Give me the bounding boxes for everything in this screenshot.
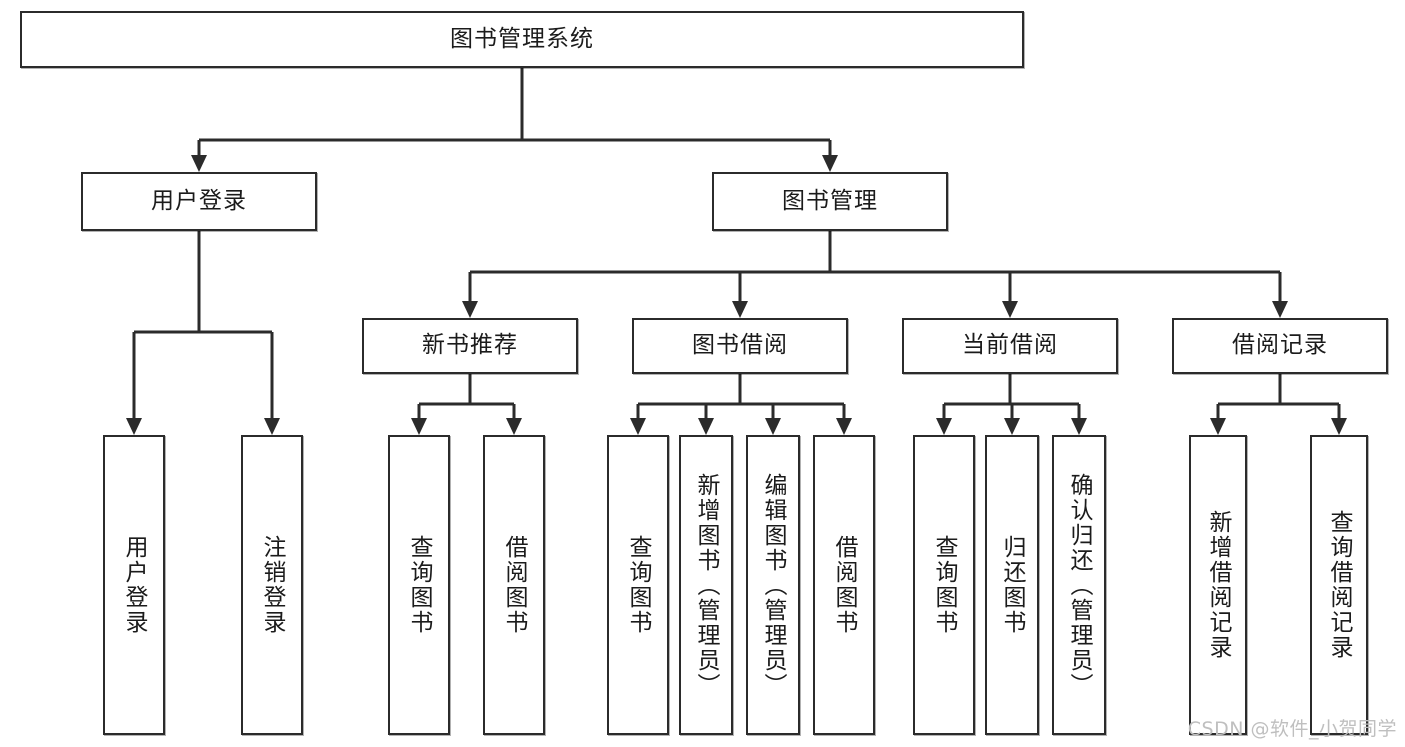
node-current-borrow[interactable]: 当前借阅 xyxy=(902,318,1118,374)
node-book-borrow[interactable]: 图书借阅 xyxy=(632,318,848,374)
node-borrow-record[interactable]: 借阅记录 xyxy=(1172,318,1388,374)
node-new-book-rec[interactable]: 新书推荐 xyxy=(362,318,578,374)
node-label: 新增图书（管理员） xyxy=(693,472,720,698)
node-label: 注销登录 xyxy=(259,535,286,635)
node-label: 图书借阅 xyxy=(692,332,788,359)
node-user-login[interactable]: 用户登录 xyxy=(81,172,317,231)
node-label: 归还图书 xyxy=(999,535,1026,635)
node-label: 新书推荐 xyxy=(422,332,518,359)
node-leaf-confirm-return-admin[interactable]: 确认归还（管理员） xyxy=(1052,435,1106,735)
node-label: 查询图书 xyxy=(625,535,652,635)
node-leaf-query-book-borrow[interactable]: 查询图书 xyxy=(607,435,669,735)
node-leaf-query-borrow-record[interactable]: 查询借阅记录 xyxy=(1310,435,1368,735)
node-label: 查询图书 xyxy=(931,535,958,635)
node-label: 编辑图书（管理员） xyxy=(760,472,787,698)
node-leaf-edit-book-admin[interactable]: 编辑图书（管理员） xyxy=(746,435,800,735)
node-label: 借阅记录 xyxy=(1232,332,1328,359)
node-label: 当前借阅 xyxy=(962,332,1058,359)
node-book-manage[interactable]: 图书管理 xyxy=(712,172,948,231)
node-label: 用户登录 xyxy=(121,535,148,635)
node-label: 图书管理 xyxy=(782,187,878,214)
node-leaf-borrow-book[interactable]: 借阅图书 xyxy=(813,435,875,735)
node-leaf-add-book-admin[interactable]: 新增图书（管理员） xyxy=(679,435,733,735)
node-leaf-return-book[interactable]: 归还图书 xyxy=(985,435,1039,735)
node-label: 新增借阅记录 xyxy=(1205,510,1232,660)
watermark-text: CSDN @软件_小贺同学 xyxy=(1187,718,1397,740)
node-leaf-add-borrow-record[interactable]: 新增借阅记录 xyxy=(1189,435,1247,735)
node-label: 借阅图书 xyxy=(831,535,858,635)
node-label: 用户登录 xyxy=(151,187,247,214)
node-label: 查询借阅记录 xyxy=(1326,510,1353,660)
node-label: 确认归还（管理员） xyxy=(1066,472,1093,698)
node-leaf-query-book-rec[interactable]: 查询图书 xyxy=(388,435,450,735)
node-label: 借阅图书 xyxy=(501,535,528,635)
node-leaf-query-book-current[interactable]: 查询图书 xyxy=(913,435,975,735)
node-label: 查询图书 xyxy=(406,535,433,635)
node-leaf-user-logout[interactable]: 注销登录 xyxy=(241,435,303,735)
node-leaf-borrow-book-rec[interactable]: 借阅图书 xyxy=(483,435,545,735)
node-label: 图书管理系统 xyxy=(450,25,594,52)
node-leaf-user-login[interactable]: 用户登录 xyxy=(103,435,165,735)
node-root-system[interactable]: 图书管理系统 xyxy=(20,11,1024,68)
